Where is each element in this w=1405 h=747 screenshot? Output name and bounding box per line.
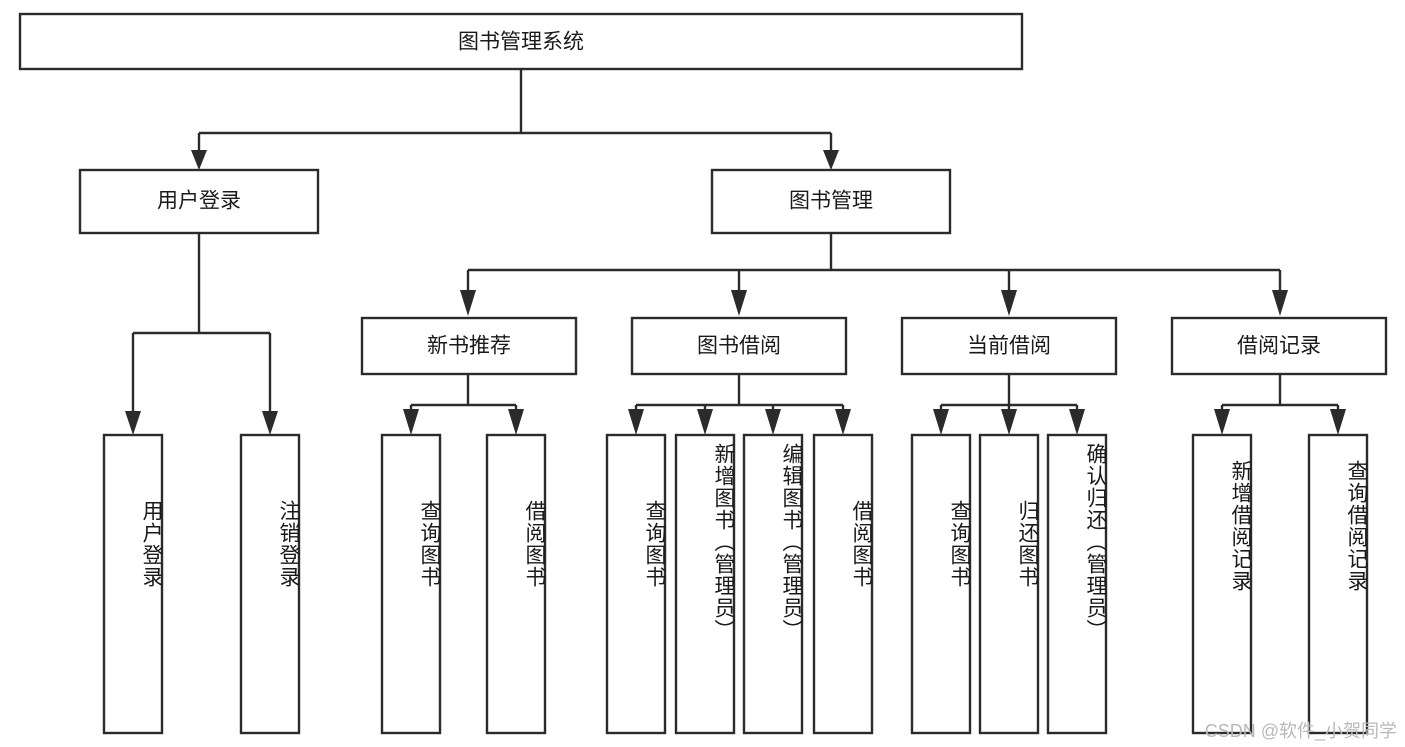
connectors-group [125, 69, 1346, 435]
node-leaf-return-book-box[interactable] [978, 433, 1040, 735]
arrow-head-leaf-user-login [125, 411, 141, 435]
node-leaf-add-record-box[interactable] [1191, 433, 1253, 735]
node-current-borrow-label: 当前借阅 [967, 335, 1051, 358]
leaf-nodes-group [102, 433, 1369, 735]
arrow-head-leaf-edit-book [765, 409, 781, 435]
node-borrow-record-label: 借阅记录 [1237, 335, 1321, 358]
node-leaf-borrow-book-2-box[interactable] [812, 433, 874, 735]
node-leaf-user-logout-box[interactable] [239, 433, 301, 735]
node-book-borrow[interactable]: 图书借阅 [630, 316, 848, 376]
node-leaf-query-record-box[interactable] [1307, 433, 1369, 735]
node-current-borrow-box[interactable] [900, 316, 1118, 376]
node-user-login[interactable]: 用户登录 [78, 168, 320, 235]
arrow-head-current-borrow [1001, 290, 1017, 316]
arrow-head-new-book-recommend [460, 290, 476, 316]
arrow-head-leaf-query-book-1 [403, 409, 419, 435]
node-leaf-query-book-2-box[interactable] [605, 433, 667, 735]
node-book-manage[interactable]: 图书管理 [710, 168, 952, 235]
arrow-head-user-login [191, 150, 207, 170]
arrow-head-leaf-query-record [1330, 409, 1346, 435]
node-root-box[interactable] [18, 12, 1024, 71]
node-leaf-add-book-box[interactable] [674, 433, 736, 735]
node-user-login-label: 用户登录 [157, 190, 241, 213]
node-book-borrow-label: 图书借阅 [697, 335, 781, 358]
node-book-borrow-box[interactable] [630, 316, 848, 376]
node-new-book-recommend-box[interactable] [360, 316, 578, 376]
arrow-head-leaf-user-logout [262, 411, 278, 435]
arrow-head-borrow-record [1272, 290, 1288, 316]
csdn-watermark: CSDN @软件_小贺同学 [1204, 721, 1397, 741]
arrow-head-leaf-return-book [1001, 409, 1017, 435]
arrow-head-leaf-borrow-book-1 [508, 409, 524, 435]
node-leaf-borrow-book-1-box[interactable] [485, 433, 547, 735]
arrow-head-leaf-query-book-3 [933, 409, 949, 435]
arrow-head-book-borrow [731, 290, 747, 316]
node-leaf-edit-book-box[interactable] [742, 433, 804, 735]
node-book-manage-label: 图书管理 [789, 190, 873, 213]
arrow-head-book-manage [823, 150, 839, 170]
node-current-borrow[interactable]: 当前借阅 [900, 316, 1118, 376]
node-root[interactable]: 图书管理系统 [18, 12, 1024, 71]
arrow-head-leaf-query-book-2 [628, 409, 644, 435]
node-leaf-query-book-1-box[interactable] [380, 433, 442, 735]
node-leaf-user-login-box[interactable] [102, 433, 164, 735]
arrow-head-leaf-add-record [1214, 409, 1230, 435]
arrow-head-leaf-confirm-return [1069, 409, 1085, 435]
arrow-head-leaf-borrow-book-2 [835, 409, 851, 435]
node-new-book-recommend-label: 新书推荐 [427, 335, 511, 358]
node-book-manage-box[interactable] [710, 168, 952, 235]
node-leaf-confirm-return-box[interactable] [1046, 433, 1108, 735]
node-new-book-recommend[interactable]: 新书推荐 [360, 316, 578, 376]
node-user-login-box[interactable] [78, 168, 320, 235]
node-borrow-record-box[interactable] [1170, 316, 1388, 376]
node-root-label: 图书管理系统 [458, 31, 584, 54]
arrow-head-leaf-add-book [697, 409, 713, 435]
node-leaf-query-book-3-box[interactable] [910, 433, 972, 735]
node-borrow-record[interactable]: 借阅记录 [1170, 316, 1388, 376]
